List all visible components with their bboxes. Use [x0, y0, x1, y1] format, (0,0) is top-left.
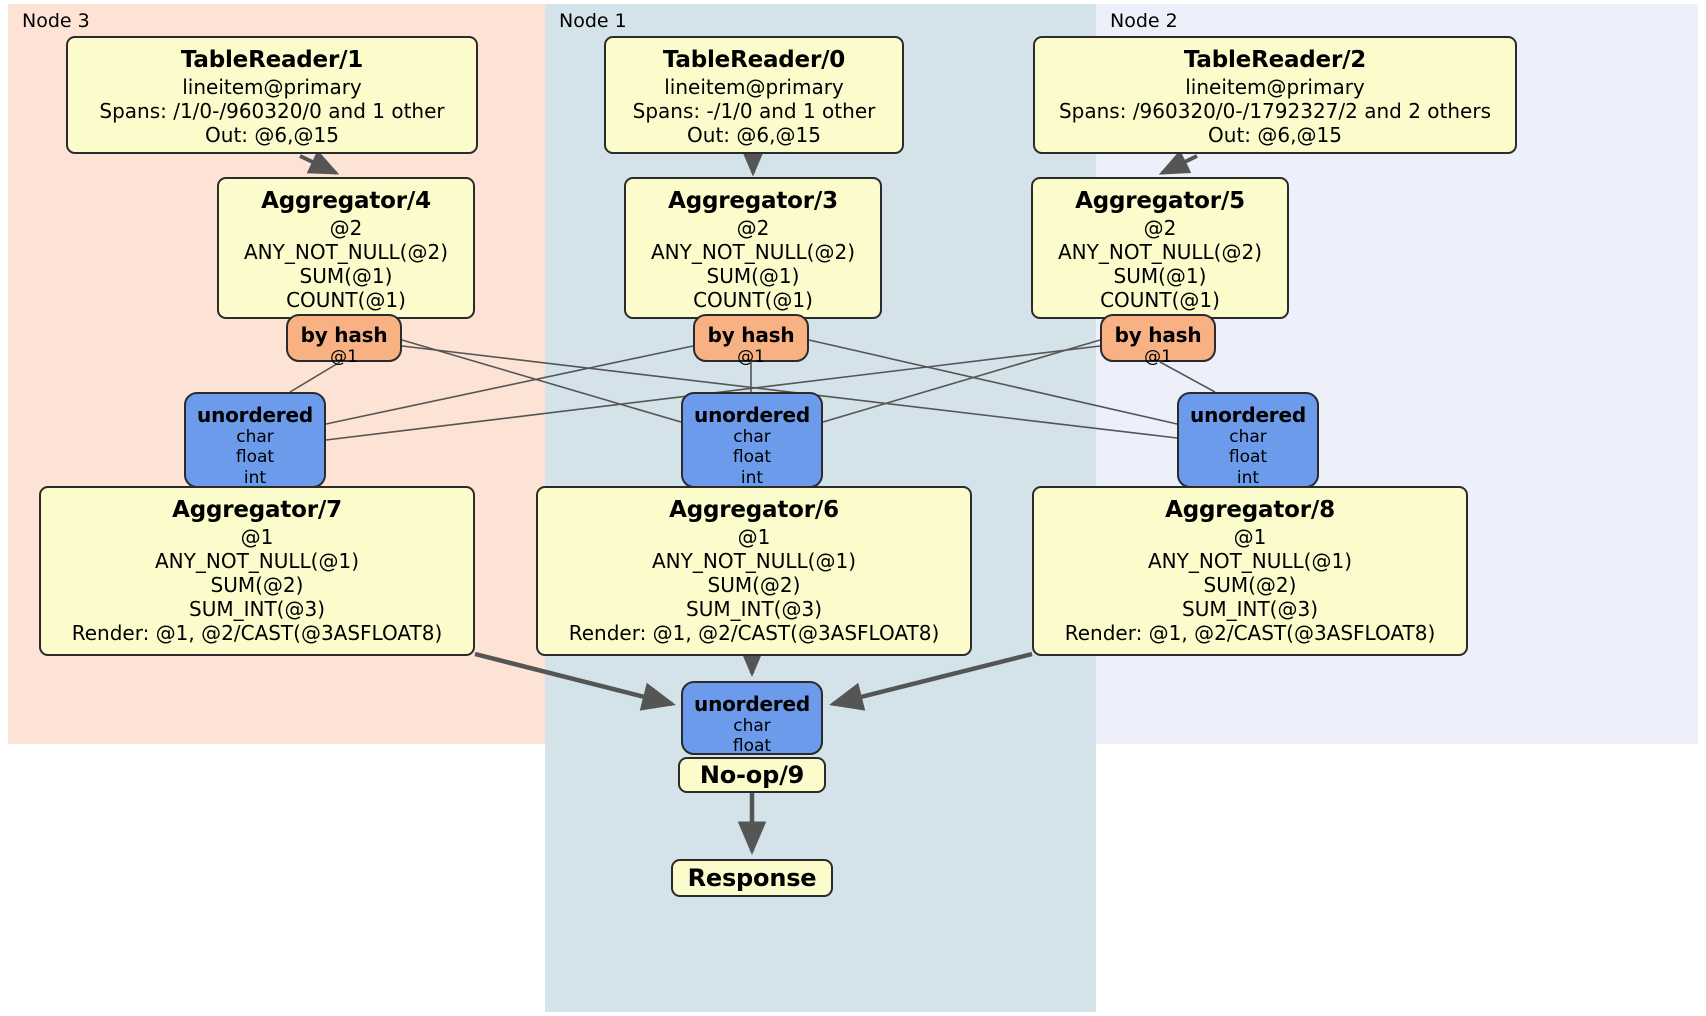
- node-detail-agg-3: SUM_INT(@3): [686, 596, 822, 621]
- node-detail-agg-1: ANY_NOT_NULL(@1): [155, 548, 359, 573]
- sync-type-2: float: [732, 736, 772, 757]
- node-title: Aggregator/8: [1165, 497, 1335, 523]
- processor-aggregator-4[interactable]: Aggregator/4 @2 ANY_NOT_NULL(@2) SUM(@1)…: [217, 177, 475, 319]
- node-detail-agg-3: COUNT(@1): [1100, 287, 1220, 312]
- node-title: Aggregator/4: [261, 188, 431, 214]
- node-detail-spans: Spans: -/1/0 and 1 other: [632, 98, 876, 123]
- processor-aggregator-5[interactable]: Aggregator/5 @2 ANY_NOT_NULL(@2) SUM(@1)…: [1031, 177, 1289, 319]
- cluster-label-node-3: Node 3: [22, 10, 90, 32]
- router-by-hash-aggregator-3[interactable]: by hash @1: [693, 314, 809, 367]
- router-by-hash-aggregator-5[interactable]: by hash @1: [1100, 314, 1216, 367]
- synchronizer-unordered-final[interactable]: unordered char float: [681, 681, 823, 757]
- processor-no-op-9[interactable]: No-op/9: [678, 757, 826, 793]
- node-detail-groupby: @1: [1233, 524, 1267, 549]
- router-by-hash-aggregator-4[interactable]: by hash @1: [286, 314, 402, 367]
- sync-type-2: float: [1228, 447, 1268, 468]
- node-detail-agg-1: ANY_NOT_NULL(@2): [244, 239, 448, 264]
- processor-aggregator-7[interactable]: Aggregator/7 @1 ANY_NOT_NULL(@1) SUM(@2)…: [39, 486, 475, 656]
- router-title: by hash: [1114, 323, 1202, 347]
- node-detail-spans: Spans: /960320/0-/1792327/2 and 2 others: [1058, 98, 1491, 123]
- router-column: @1: [1144, 347, 1172, 367]
- node-detail-spans: Spans: /1/0-/960320/0 and 1 other: [99, 98, 445, 123]
- synchronizer-unordered-aggregator-7[interactable]: unordered char float int: [184, 392, 326, 488]
- processor-aggregator-6[interactable]: Aggregator/6 @1 ANY_NOT_NULL(@1) SUM(@2)…: [536, 486, 972, 656]
- router-title: by hash: [707, 323, 795, 347]
- router-column: @1: [737, 347, 765, 367]
- node-detail-agg-2: SUM(@1): [299, 263, 393, 288]
- node-detail-out: Out: @6,@15: [205, 122, 339, 147]
- sync-title: unordered: [197, 403, 313, 427]
- processor-tablereader-2[interactable]: TableReader/2 lineitem@primary Spans: /9…: [1033, 36, 1517, 154]
- sync-title: unordered: [694, 692, 810, 716]
- sync-type-1: char: [733, 716, 771, 736]
- node-detail-agg-3: SUM_INT(@3): [189, 596, 325, 621]
- node-detail-render: Render: @1, @2/CAST(@3ASFLOAT8): [1064, 620, 1436, 645]
- node-detail-agg-2: SUM(@1): [1113, 263, 1207, 288]
- node-title: No-op/9: [699, 760, 805, 789]
- sync-type-3: int: [740, 467, 764, 488]
- node-detail-agg-1: ANY_NOT_NULL(@1): [1148, 548, 1352, 573]
- node-detail-table: lineitem@primary: [664, 74, 844, 99]
- node-title: Aggregator/5: [1075, 188, 1245, 214]
- synchronizer-unordered-aggregator-6[interactable]: unordered char float int: [681, 392, 823, 488]
- router-column: @1: [330, 347, 358, 367]
- node-detail-agg-3: COUNT(@1): [286, 287, 406, 312]
- node-title: Response: [687, 863, 817, 892]
- sync-type-2: float: [732, 447, 772, 468]
- node-detail-groupby: @2: [736, 215, 770, 240]
- node-detail-table: lineitem@primary: [1185, 74, 1365, 99]
- node-detail-groupby: @2: [1143, 215, 1177, 240]
- router-title: by hash: [300, 323, 388, 347]
- processor-response[interactable]: Response: [671, 859, 833, 897]
- sync-type-2: float: [235, 447, 275, 468]
- node-detail-agg-1: ANY_NOT_NULL(@2): [651, 239, 855, 264]
- processor-tablereader-0[interactable]: TableReader/0 lineitem@primary Spans: -/…: [604, 36, 904, 154]
- node-detail-agg-3: SUM_INT(@3): [1182, 596, 1318, 621]
- node-detail-agg-2: SUM(@1): [706, 263, 800, 288]
- node-title: TableReader/0: [662, 47, 846, 73]
- sync-type-3: int: [1236, 467, 1260, 488]
- sync-title: unordered: [1190, 403, 1306, 427]
- node-detail-groupby: @1: [737, 524, 771, 549]
- cluster-label-node-2: Node 2: [1110, 10, 1178, 32]
- node-title: Aggregator/3: [668, 188, 838, 214]
- cluster-label-node-1: Node 1: [559, 10, 627, 32]
- sync-type-1: char: [733, 427, 771, 447]
- processor-tablereader-1[interactable]: TableReader/1 lineitem@primary Spans: /1…: [66, 36, 478, 154]
- node-title: TableReader/2: [1183, 47, 1367, 73]
- node-detail-render: Render: @1, @2/CAST(@3ASFLOAT8): [71, 620, 443, 645]
- node-detail-groupby: @1: [240, 524, 274, 549]
- node-title: Aggregator/7: [172, 497, 342, 523]
- node-detail-agg-2: SUM(@2): [1203, 572, 1297, 597]
- sync-type-1: char: [1229, 427, 1267, 447]
- node-detail-agg-1: ANY_NOT_NULL(@1): [652, 548, 856, 573]
- processor-aggregator-3[interactable]: Aggregator/3 @2 ANY_NOT_NULL(@2) SUM(@1)…: [624, 177, 882, 319]
- sync-type-1: char: [236, 427, 274, 447]
- node-detail-agg-2: SUM(@2): [210, 572, 304, 597]
- node-title: TableReader/1: [180, 47, 364, 73]
- node-detail-table: lineitem@primary: [182, 74, 362, 99]
- sync-type-3: int: [243, 467, 267, 488]
- node-title: Aggregator/6: [669, 497, 839, 523]
- node-detail-agg-2: SUM(@2): [707, 572, 801, 597]
- node-detail-groupby: @2: [329, 215, 363, 240]
- node-detail-out: Out: @6,@15: [687, 122, 821, 147]
- node-detail-out: Out: @6,@15: [1208, 122, 1342, 147]
- sync-title: unordered: [694, 403, 810, 427]
- synchronizer-unordered-aggregator-8[interactable]: unordered char float int: [1177, 392, 1319, 488]
- node-detail-agg-1: ANY_NOT_NULL(@2): [1058, 239, 1262, 264]
- processor-aggregator-8[interactable]: Aggregator/8 @1 ANY_NOT_NULL(@1) SUM(@2)…: [1032, 486, 1468, 656]
- node-detail-render: Render: @1, @2/CAST(@3ASFLOAT8): [568, 620, 940, 645]
- node-detail-agg-3: COUNT(@1): [693, 287, 813, 312]
